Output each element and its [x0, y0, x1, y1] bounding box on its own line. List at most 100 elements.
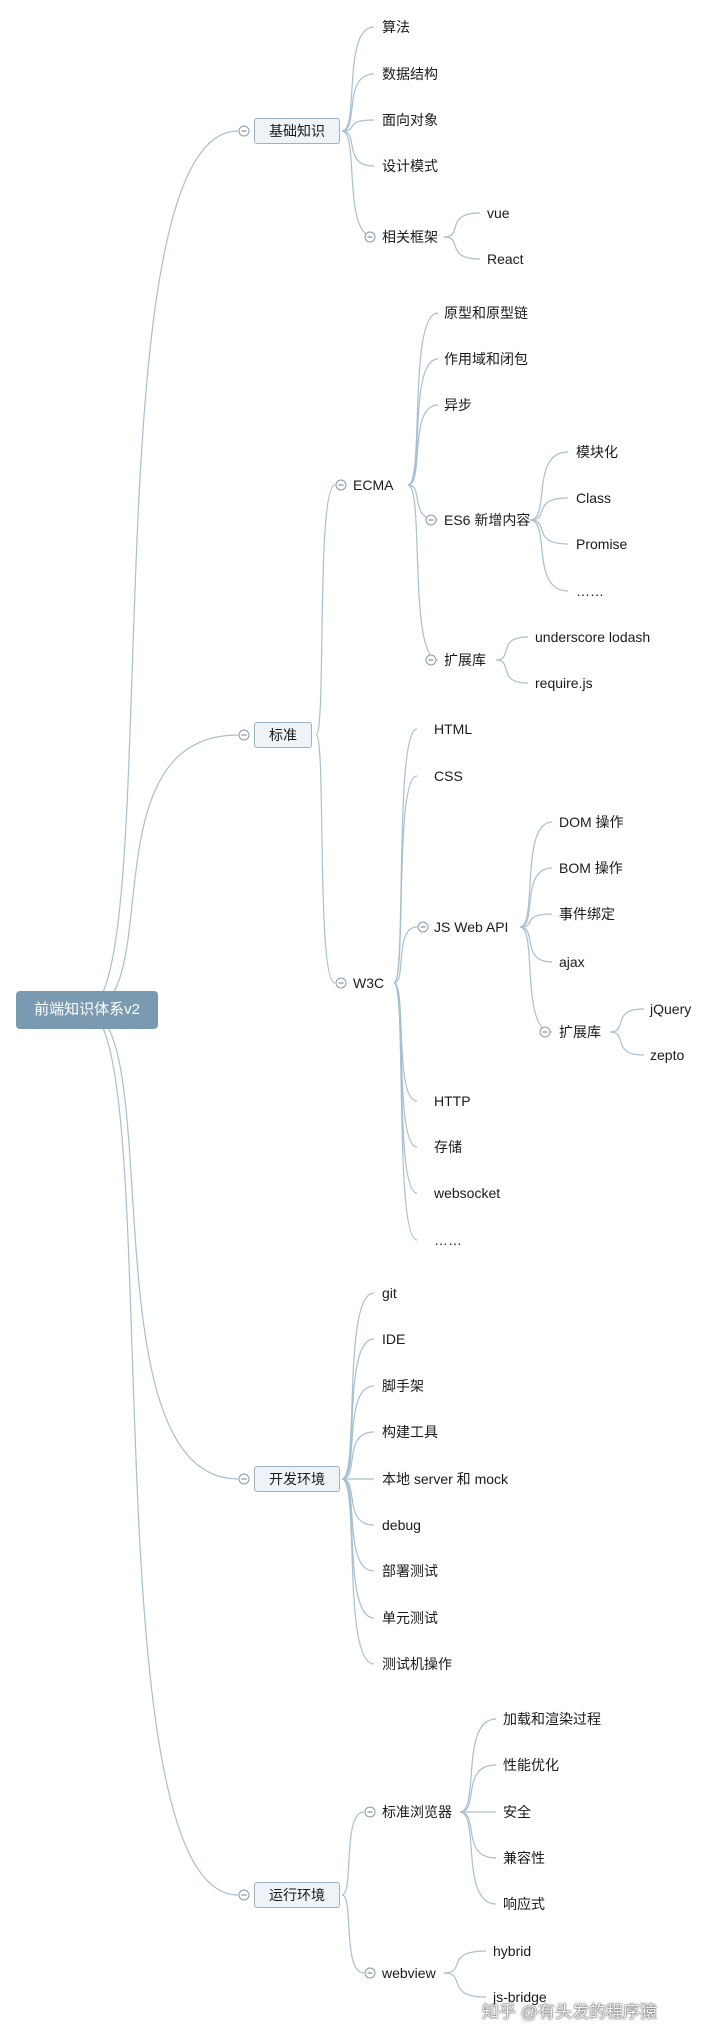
leaf-responsive[interactable]: 响应式 — [503, 1896, 545, 1912]
leaf-dom[interactable]: DOM 操作 — [559, 814, 624, 830]
leaf-storage[interactable]: 存储 — [434, 1139, 462, 1155]
leaf-class[interactable]: Class — [576, 490, 612, 506]
connector-line — [393, 982, 418, 1148]
collapse-icon[interactable] — [238, 125, 250, 137]
leaf-zepto[interactable]: zepto — [650, 1047, 685, 1063]
connector-line — [519, 926, 553, 963]
branch-basics[interactable]: 基础知识 — [254, 118, 340, 144]
leaf-ellipsis[interactable]: …… — [434, 1232, 462, 1248]
connector-line — [609, 1008, 645, 1033]
subbranch-ecma[interactable]: ECMA — [353, 477, 394, 493]
connector-line — [459, 1718, 497, 1813]
leaf-oop[interactable]: 面向对象 — [382, 112, 438, 128]
leaf-async[interactable]: 异步 — [444, 397, 472, 413]
subbranch-es6[interactable]: ES6 新增内容 — [444, 512, 531, 528]
leaf-underscore-lodash[interactable]: underscore lodash — [535, 629, 651, 645]
leaf-algorithms[interactable]: 算法 — [382, 19, 410, 35]
connector-line — [315, 484, 336, 736]
leaf-jquery[interactable]: jQuery — [650, 1001, 692, 1017]
connector-line — [341, 1385, 375, 1480]
connector-line — [393, 982, 418, 1102]
branch-dev-env[interactable]: 开发环境 — [254, 1466, 340, 1492]
leaf-requirejs[interactable]: require.js — [535, 675, 593, 691]
connector-line — [443, 236, 481, 260]
leaf-data-structures[interactable]: 数据结构 — [382, 66, 438, 82]
connector-line — [341, 26, 375, 132]
leaf-design-patterns[interactable]: 设计模式 — [382, 158, 438, 174]
connector-line — [84, 1009, 239, 1896]
connector-line — [84, 1009, 239, 1480]
leaf-bom[interactable]: BOM 操作 — [559, 860, 623, 876]
connector-line — [341, 1431, 375, 1480]
branch-runtime[interactable]: 运行环境 — [254, 1882, 340, 1908]
connector-line — [393, 982, 418, 1194]
collapse-icon[interactable] — [238, 1473, 250, 1485]
connector-line — [341, 1338, 375, 1480]
connector-line — [459, 1811, 497, 1905]
leaf-load-render[interactable]: 加载和渲染过程 — [503, 1711, 601, 1727]
connector-line — [407, 358, 439, 486]
leaf-build-tools[interactable]: 构建工具 — [382, 1424, 438, 1440]
collapse-icon[interactable] — [425, 654, 437, 666]
collapse-icon[interactable] — [425, 514, 437, 526]
leaf-scope-closure[interactable]: 作用域和闭包 — [444, 351, 528, 367]
collapse-icon[interactable] — [417, 921, 429, 933]
leaf-modules[interactable]: 模块化 — [576, 444, 618, 460]
root-node[interactable]: 前端知识体系v2 — [16, 991, 158, 1029]
collapse-icon[interactable] — [335, 977, 347, 989]
leaf-debug[interactable]: debug — [382, 1517, 421, 1533]
leaf-performance[interactable]: 性能优化 — [503, 1757, 559, 1773]
leaf-git[interactable]: git — [382, 1285, 397, 1301]
leaf-scaffold[interactable]: 脚手架 — [382, 1378, 424, 1394]
collapse-icon[interactable] — [364, 231, 376, 243]
collapse-icon[interactable] — [335, 479, 347, 491]
subbranch-frameworks[interactable]: 相关框架 — [382, 229, 438, 245]
leaf-ide[interactable]: IDE — [382, 1331, 406, 1347]
subbranch-w3c[interactable]: W3C — [353, 975, 385, 991]
leaf-deploy-test[interactable]: 部署测试 — [382, 1563, 438, 1579]
subbranch-std-browser[interactable]: 标准浏览器 — [382, 1804, 452, 1820]
leaf-react[interactable]: React — [487, 251, 524, 267]
watermark: 知乎 @有头发的程序猿 — [482, 2002, 657, 2022]
leaf-device-test[interactable]: 测试机操作 — [382, 1656, 452, 1672]
leaf-js-bridge[interactable]: js-bridge — [493, 1989, 547, 2005]
leaf-security[interactable]: 安全 — [503, 1804, 531, 1820]
connector-line — [529, 497, 569, 521]
leaf-ellipsis[interactable]: …… — [576, 583, 604, 599]
subbranch-js-web-api[interactable]: JS Web API — [434, 919, 509, 935]
leaf-html[interactable]: HTML — [434, 721, 473, 737]
connector-line — [609, 1031, 645, 1056]
subbranch-jsapi-ext[interactable]: 扩展库 — [559, 1024, 601, 1040]
leaf-hybrid[interactable]: hybrid — [493, 1943, 532, 1959]
leaf-http[interactable]: HTTP — [434, 1093, 471, 1109]
connector-line — [529, 519, 569, 592]
collapse-icon[interactable] — [539, 1026, 551, 1038]
connector-line — [459, 1764, 497, 1813]
connector-line — [407, 484, 439, 661]
connector-line — [341, 1894, 365, 1974]
collapse-icon[interactable] — [364, 1806, 376, 1818]
connector-line — [341, 1811, 365, 1896]
leaf-css[interactable]: CSS — [434, 768, 463, 784]
connector-line — [341, 1292, 375, 1480]
subbranch-ecma-ext[interactable]: 扩展库 — [444, 652, 486, 668]
connector-line — [341, 1478, 375, 1526]
connector-line — [519, 821, 553, 928]
subbranch-webview[interactable]: webview — [382, 1965, 436, 1981]
leaf-prototype-chain[interactable]: 原型和原型链 — [444, 305, 528, 321]
collapse-icon[interactable] — [364, 1967, 376, 1979]
connector-line — [341, 1478, 375, 1619]
leaf-events[interactable]: 事件绑定 — [559, 906, 615, 922]
leaf-promise[interactable]: Promise — [576, 536, 628, 552]
leaf-websocket[interactable]: websocket — [434, 1185, 501, 1201]
leaf-vue[interactable]: vue — [487, 205, 510, 221]
collapse-icon[interactable] — [238, 729, 250, 741]
leaf-local-server-mock[interactable]: 本地 server 和 mock — [382, 1471, 509, 1487]
branch-standards[interactable]: 标准 — [254, 722, 312, 748]
leaf-unit-test[interactable]: 单元测试 — [382, 1610, 438, 1626]
connector-line — [529, 451, 569, 521]
leaf-compatibility[interactable]: 兼容性 — [503, 1850, 545, 1866]
leaf-ajax[interactable]: ajax — [559, 954, 585, 970]
collapse-icon[interactable] — [238, 1889, 250, 1901]
